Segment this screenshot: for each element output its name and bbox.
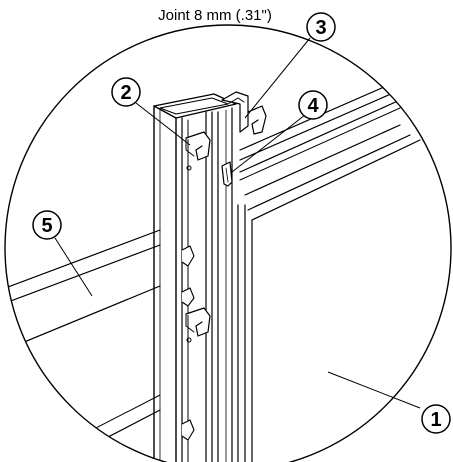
- leader-lines: [54, 37, 421, 409]
- svg-text:2: 2: [120, 82, 131, 104]
- svg-text:1: 1: [430, 409, 441, 431]
- callout-5: 5: [32, 210, 62, 240]
- joint-title: Joint 8 mm (.31"): [158, 7, 272, 24]
- callout-2: 2: [111, 77, 141, 107]
- callout-1: 1: [421, 404, 451, 434]
- post-hooks: [181, 245, 195, 441]
- callout-4: 4: [298, 90, 328, 120]
- upper-bracket: [185, 131, 211, 171]
- joint-spacer: [221, 91, 267, 135]
- callout-3: 3: [306, 12, 336, 42]
- svg-text:5: 5: [41, 215, 52, 237]
- svg-text:4: 4: [307, 95, 319, 117]
- lower-bracket: [185, 307, 211, 343]
- svg-text:3: 3: [315, 17, 326, 39]
- joint-clip: [221, 161, 233, 187]
- detail-circle: [4, 24, 452, 462]
